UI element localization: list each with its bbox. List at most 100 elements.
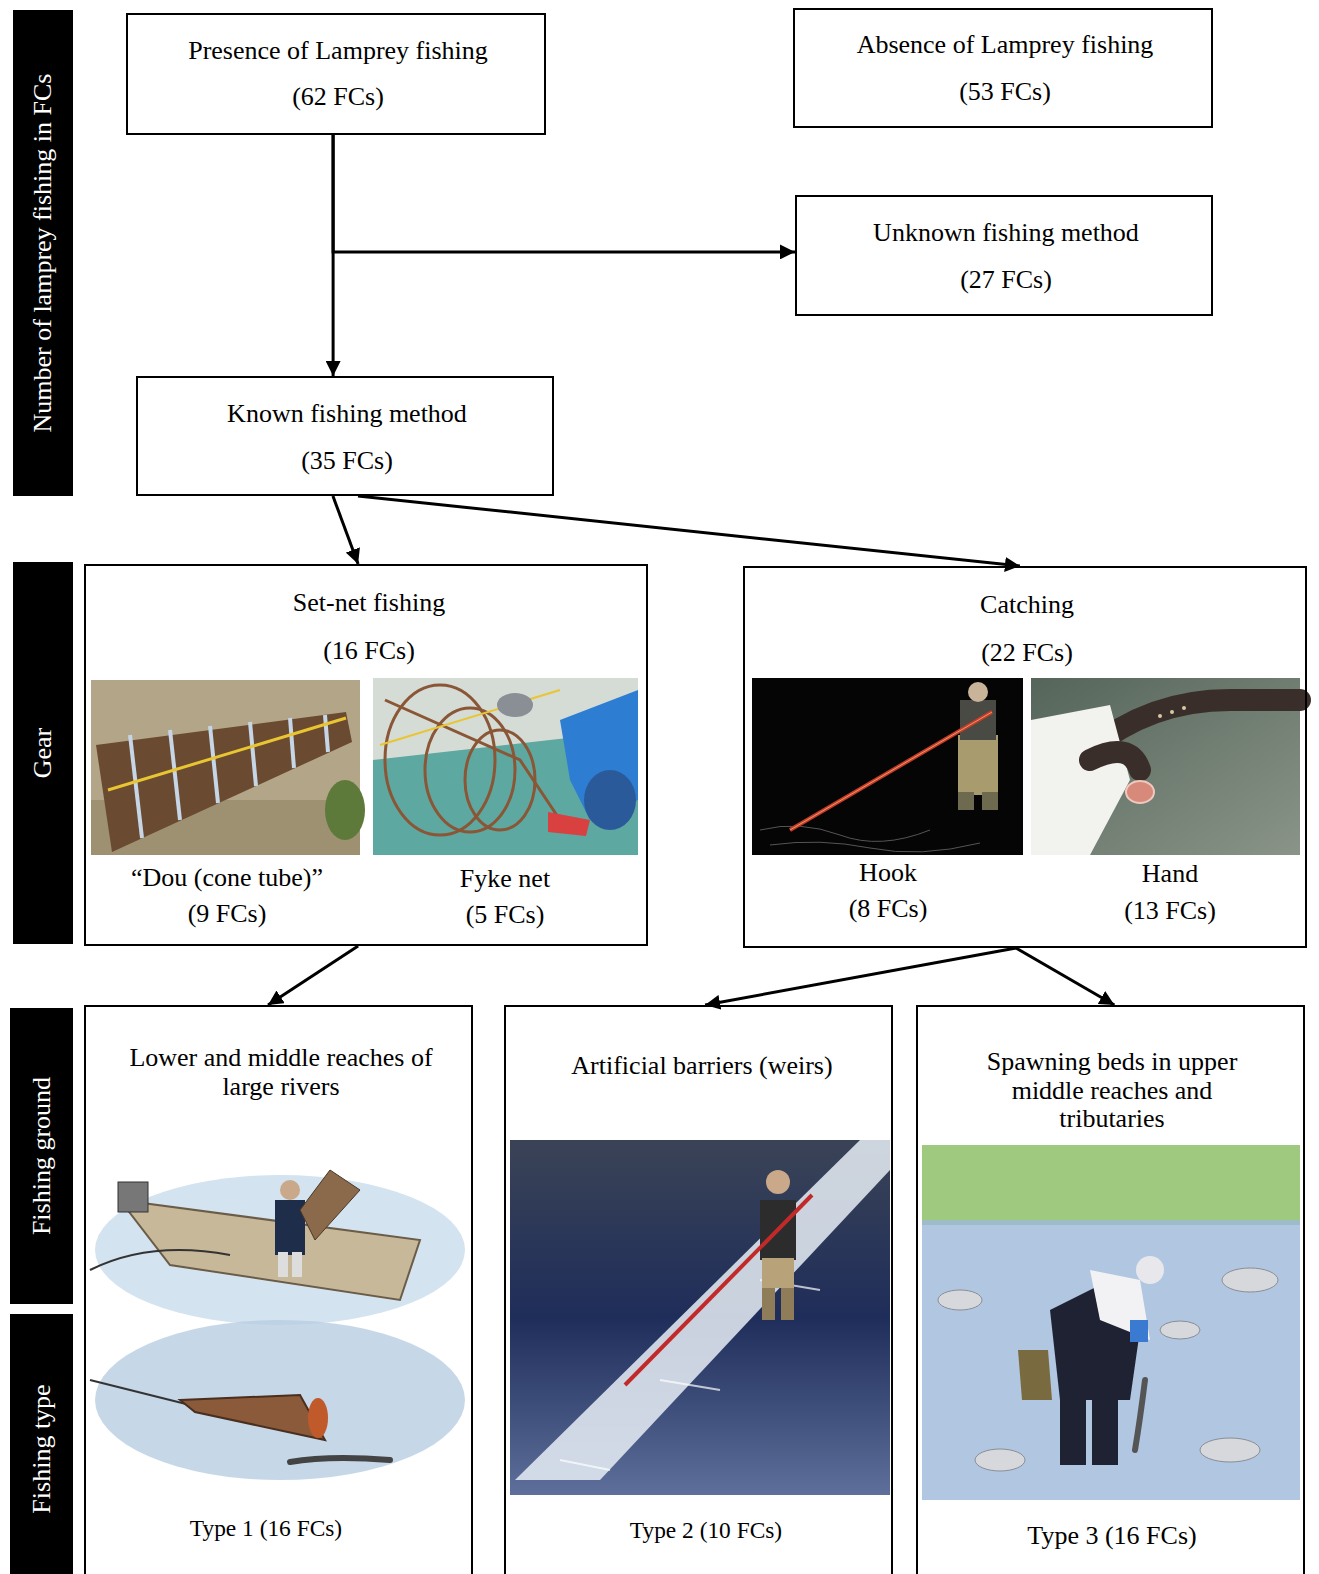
box-heading: Presence of Lamprey fishing (138, 35, 538, 66)
type1-illustration-part (180, 1395, 325, 1440)
box-text: Fyke net (374, 863, 636, 894)
type3-illustration-part (1130, 1320, 1148, 1342)
flow-arrow (358, 496, 1020, 566)
fishing-type-box: Lower and middle reaches of large rivers… (84, 1005, 473, 1574)
hand-photo-part (1158, 714, 1162, 718)
type3-illustration-part (1135, 1380, 1145, 1450)
type2-illustration-part (515, 1140, 890, 1480)
hook-photo-part (982, 792, 998, 810)
gear-box: Catching(22 FCs)Hook(8 FCs)Hand(13 FCs) (743, 566, 1307, 948)
dou-photo-part-part (325, 715, 328, 752)
type1-illustration-part (275, 1200, 305, 1255)
box-heading: Known fishing method (147, 398, 547, 429)
hook-photo-part (958, 792, 974, 810)
hand-photo-part (1031, 705, 1130, 855)
flow-arrow (333, 496, 358, 564)
type1-illustration-part (300, 1170, 360, 1240)
type3-illustration-part-part (1200, 1438, 1260, 1462)
dou-photo-part (91, 680, 360, 855)
type1-illustration-part (290, 1458, 390, 1462)
hand-photo-part (1182, 706, 1186, 710)
hand-photo (1031, 678, 1300, 855)
band-label: Fishing ground (26, 1077, 57, 1235)
type1-illustration-part (308, 1398, 328, 1438)
box-heading: Spawning beds in upper middle reaches an… (957, 1048, 1267, 1134)
box-text: “Dou (cone tube)” (96, 862, 358, 893)
type1-illustration (90, 1170, 465, 1480)
dou-photo-part (96, 712, 352, 852)
box-text: (16 FCs) (109, 635, 629, 666)
box-text: Type 1 (16 FCs) (81, 1514, 451, 1542)
type2-illustration-part (625, 1195, 812, 1385)
row-band: Fishing type (10, 1314, 73, 1574)
type1-illustration-part (95, 1320, 465, 1480)
type1-illustration-part (90, 1380, 190, 1405)
dou-photo-part-part (170, 730, 180, 820)
fyke-net-photo-part-part (385, 700, 560, 820)
type1-illustration-part (292, 1252, 302, 1277)
hook-photo (752, 678, 1023, 855)
row-band: Number of lamprey fishing in FCs (13, 10, 73, 496)
type2-illustration-part (762, 1288, 775, 1320)
box-text: Hand (1039, 858, 1301, 889)
box-text: Type 3 (16 FCs) (927, 1520, 1297, 1551)
hook-photo-part (790, 712, 992, 830)
type3-illustration-part-part (1222, 1268, 1278, 1292)
row-band: Fishing ground (10, 1008, 73, 1304)
box-heading: Absence of Lamprey fishing (805, 29, 1205, 60)
box-text: (35 FCs) (147, 445, 547, 476)
hand-photo-part (1170, 710, 1174, 714)
dou-photo-part-part (250, 722, 256, 786)
box-text: (27 FCs) (806, 264, 1206, 295)
type1-illustration-part (118, 1182, 148, 1212)
dou-photo-part (325, 780, 365, 840)
type2-illustration-part-part (560, 1460, 610, 1470)
box-heading: Catching (767, 589, 1287, 620)
dou-photo (91, 680, 365, 855)
type3-illustration-part-part (1160, 1321, 1200, 1339)
type1-illustration-part (280, 1180, 300, 1200)
row-band: Gear (13, 562, 73, 944)
type2-illustration-part (762, 1258, 794, 1288)
type3-illustration-part (922, 1220, 1300, 1500)
box-text: Hook (757, 857, 1019, 888)
type2-illustration-part-part (660, 1380, 720, 1390)
type3-illustration-part (1018, 1350, 1052, 1400)
flow-arrow (268, 946, 358, 1005)
box-text: (8 FCs) (757, 893, 1019, 924)
box-heading: Artificial barriers (weirs) (517, 1052, 887, 1081)
hand-photo-part (1126, 781, 1154, 803)
box-heading: Lower and middle reaches of large rivers (111, 1044, 451, 1101)
fishing-type-box: Spawning beds in upper middle reaches an… (916, 1005, 1305, 1574)
hand-photo-part (1031, 678, 1300, 855)
type2-illustration-part (560, 1280, 820, 1470)
flow-arrow (333, 135, 795, 252)
hook-photo-part (968, 682, 988, 702)
box-text: (62 FCs) (138, 81, 538, 112)
box-text: Type 2 (10 FCs) (521, 1516, 891, 1544)
hook-photo-part-part (770, 842, 980, 852)
flow-box: Known fishing method (35 FCs) (136, 376, 554, 496)
fyke-net-photo-part (373, 678, 638, 855)
gear-box: Set-net fishing (16 FCs) “Dou (cone tube)”… (84, 564, 648, 946)
type3-illustration-part (1060, 1395, 1086, 1465)
fyke-net-photo-part (548, 812, 590, 836)
fyke-net-photo (373, 678, 638, 855)
type2-illustration (510, 1140, 890, 1495)
type3-illustration (922, 1145, 1300, 1500)
type1-illustration-part (278, 1252, 288, 1277)
fyke-net-photo-part (584, 770, 636, 830)
type1-illustration-part (95, 1175, 465, 1325)
box-heading: Set-net fishing (109, 587, 629, 618)
type1-illustration-part (90, 1250, 230, 1270)
type3-illustration-part-part (938, 1290, 982, 1310)
fyke-net-photo-part (380, 690, 560, 745)
band-label: Number of lamprey fishing in FCs (27, 74, 58, 433)
dou-photo-part (108, 718, 346, 790)
box-heading: Unknown fishing method (806, 217, 1206, 248)
type2-illustration-part (781, 1288, 794, 1320)
hook-photo-part (752, 678, 1023, 855)
box-text: (5 FCs) (374, 899, 636, 930)
type3-illustration-part (922, 1145, 1300, 1225)
